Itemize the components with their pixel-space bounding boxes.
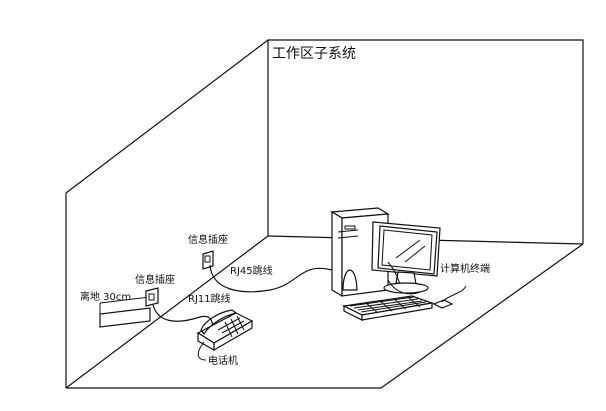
phone-label: 电话机 [208, 354, 238, 367]
info-outlet-icon [146, 288, 158, 306]
room-back-top-edge [66, 40, 583, 244]
outlet-left-label: 信息插座 [135, 273, 175, 286]
telephone-icon [198, 310, 252, 360]
room-outline [66, 40, 583, 388]
info-outlet-left [146, 288, 158, 306]
outlet-top-label: 信息插座 [188, 233, 228, 246]
tower-side-left [332, 212, 342, 296]
rj11-label: RJ11跳线 [188, 292, 231, 305]
keyboard-icon [344, 296, 432, 320]
rj45-label: RJ45跳线 [230, 264, 273, 277]
info-outlet-icon [203, 251, 213, 269]
conduit-box [100, 308, 150, 327]
mouse-icon [434, 286, 466, 308]
computer-label: 计算机终端 [440, 262, 490, 275]
mouse-cable [442, 286, 466, 302]
floor-height-label: 离地 30cm [80, 290, 131, 303]
diagram-title: 工作区子系统 [272, 46, 356, 62]
info-outlet-top [203, 251, 213, 269]
